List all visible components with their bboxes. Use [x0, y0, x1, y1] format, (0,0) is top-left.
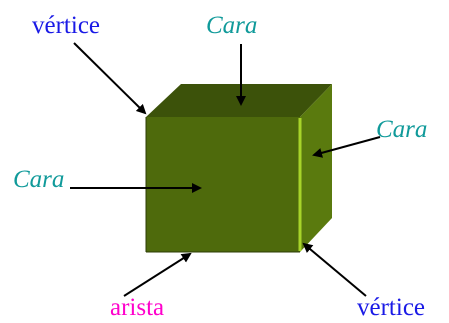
arrows [70, 42, 381, 297]
label-face-top: Cara [206, 12, 257, 39]
label-vertex-bottom-right: vértice [357, 294, 425, 321]
label-vertex-top-left: vértice [32, 12, 100, 39]
arrow-face-right [312, 136, 381, 158]
cube [145, 84, 332, 253]
arrow-edge-bottom [123, 252, 192, 297]
labels: vértice Cara Cara Cara arista vértice [13, 12, 427, 321]
cube-side-face [300, 84, 332, 252]
arrow-vertex-top-left [73, 42, 147, 115]
label-face-front: Cara [13, 166, 64, 193]
cube-front-face [146, 117, 300, 252]
cube-top-face [146, 84, 332, 117]
label-edge-bottom: arista [110, 294, 164, 321]
arrow-vertex-bottom-right [302, 242, 367, 297]
label-face-right: Cara [376, 116, 427, 143]
